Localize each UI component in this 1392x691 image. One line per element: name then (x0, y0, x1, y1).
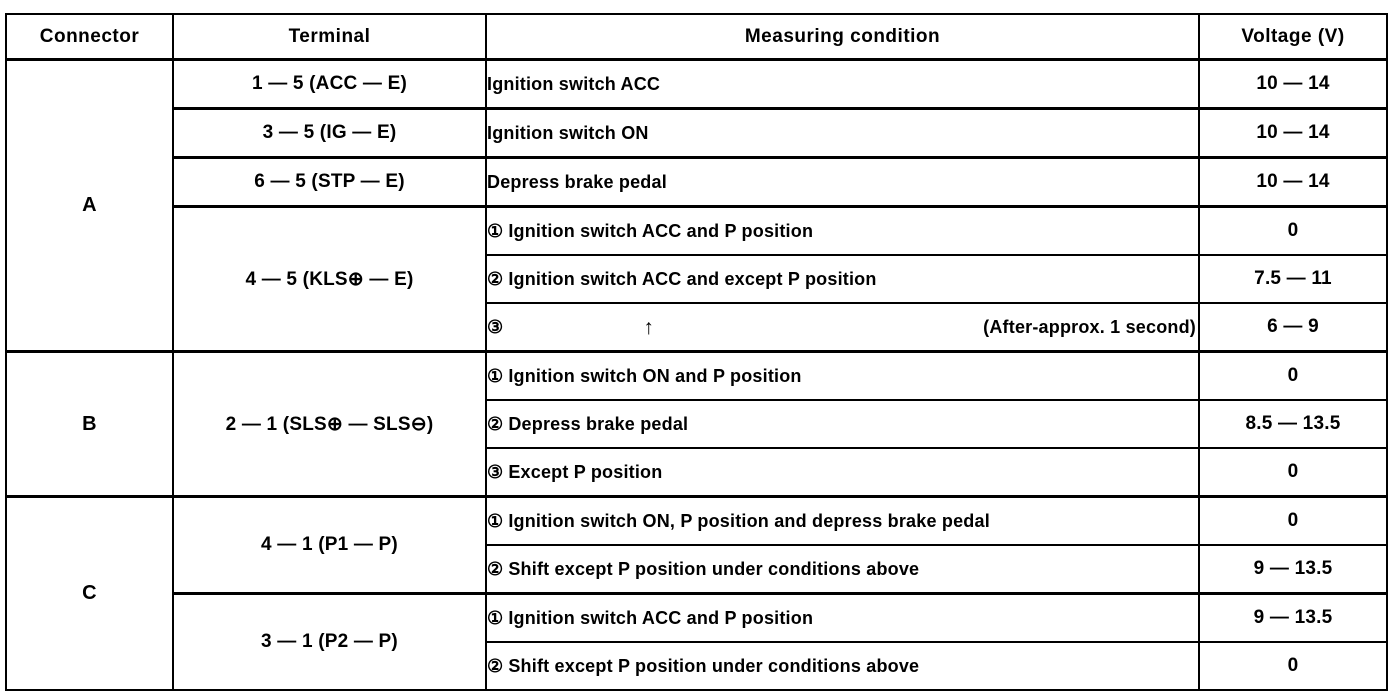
condition-index-marker: ① (487, 220, 504, 241)
connector-cell: B (5, 350, 174, 498)
column-header-connector: Connector (5, 13, 174, 61)
voltage-cell: 8.5 — 13.5 (1198, 399, 1388, 449)
condition-text: Shift except P position under conditions… (508, 558, 920, 579)
table-row: 3 — 5 (IG — E)Ignition switch ON 10 — 14 (6, 107, 1388, 159)
measuring-condition-cell: ③ ↑ (After-approx. 1 second) (485, 302, 1200, 353)
condition-text: Ignition switch ACC and P position (508, 220, 814, 241)
table-row: ③ ↑ (After-approx. 1 second)6 — 9 (6, 302, 1388, 353)
condition-text: Ignition switch ACC and except P positio… (508, 268, 877, 289)
condition-index-marker: ③ (487, 461, 504, 482)
condition-text: Except P position (508, 461, 663, 482)
terminal-cell: 6 — 5 (STP — E) (172, 156, 487, 208)
condition-index-marker: ② (487, 558, 504, 579)
measuring-condition-cell: Ignition switch ON (485, 107, 1200, 159)
voltage-cell: 0 (1198, 350, 1388, 401)
connector-voltage-table: Connector Terminal Measuring condition V… (5, 13, 1388, 691)
connector-cell: C (5, 495, 174, 691)
voltage-cell: 7.5 — 11 (1198, 254, 1388, 304)
condition-text: Ignition switch ON and P position (508, 365, 802, 386)
voltage-cell: 9 — 13.5 (1198, 592, 1388, 643)
condition-index-marker: ① (487, 365, 504, 386)
terminal-cell: 3 — 1 (P2 — P) (172, 592, 487, 691)
terminal-cell: 4 — 1 (P1 — P) (172, 495, 487, 595)
condition-index-marker: ③ (487, 316, 504, 337)
condition-text: Ignition switch ACC (487, 73, 661, 94)
voltage-cell: 10 — 14 (1198, 156, 1388, 208)
condition-text: Ignition switch ON, P position and depre… (508, 510, 990, 531)
terminal-cell: 4 — 5 (KLS⊕ — E) (172, 205, 487, 353)
condition-text: Depress brake pedal (487, 171, 667, 192)
voltage-cell: 0 (1198, 205, 1388, 256)
condition-index-marker: ② (487, 413, 504, 434)
terminal-cell: 1 — 5 (ACC — E) (172, 58, 487, 110)
condition-text: Depress brake pedal (508, 413, 689, 434)
column-header-measuring-condition: Measuring condition (485, 13, 1200, 61)
same-as-above-arrow-icon: ↑ (643, 315, 655, 339)
column-header-voltage: Voltage (V) (1198, 13, 1388, 61)
terminal-cell: 3 — 5 (IG — E) (172, 107, 487, 159)
column-header-terminal: Terminal (172, 13, 487, 61)
condition-index-marker: ① (487, 510, 504, 531)
table-header: Connector Terminal Measuring condition V… (5, 13, 1388, 61)
voltage-cell: 6 — 9 (1198, 302, 1388, 353)
header-row: Connector Terminal Measuring condition V… (5, 13, 1388, 61)
connector-cell: A (5, 58, 174, 353)
voltage-cell: 0 (1198, 495, 1388, 546)
voltage-cell: 0 (1198, 447, 1388, 498)
condition-index-marker: ① (487, 607, 504, 628)
condition-text: Shift except P position under conditions… (508, 655, 920, 676)
condition-note: (After-approx. 1 second) (983, 316, 1196, 337)
terminal-cell: 2 — 1 (SLS⊕ — SLS⊖) (172, 350, 487, 498)
voltage-cell: 9 — 13.5 (1198, 544, 1388, 595)
voltage-cell: 10 — 14 (1198, 107, 1388, 159)
condition-text: Ignition switch ACC and P position (508, 607, 814, 628)
voltage-cell: 10 — 14 (1198, 58, 1388, 110)
voltage-cell: 0 (1198, 641, 1388, 691)
condition-index-marker: ② (487, 268, 504, 289)
condition-text: Ignition switch ON (487, 122, 649, 143)
condition-index-marker: ② (487, 655, 504, 676)
measuring-condition-cell: Depress brake pedal (485, 156, 1200, 208)
table-row: 6 — 5 (STP — E)Depress brake pedal 10 — 1… (6, 156, 1388, 208)
measuring-condition-cell: Ignition switch ACC (485, 58, 1200, 110)
